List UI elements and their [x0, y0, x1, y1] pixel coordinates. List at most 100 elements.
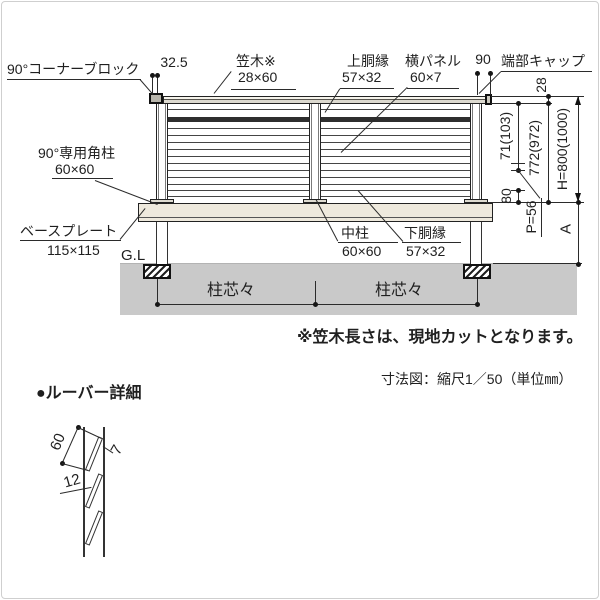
label-underline	[402, 242, 461, 243]
dim-slat-thickness: 7	[107, 442, 127, 458]
kasagi-coping	[163, 96, 491, 104]
end-cap	[485, 94, 492, 105]
center-post-label: 中柱	[341, 225, 369, 241]
dim-line-embed	[578, 202, 579, 264]
base-plate-label: ベースプレート	[20, 223, 118, 239]
ground-line-label: G.L	[121, 247, 146, 264]
ext-line	[491, 103, 552, 104]
ext-line	[486, 202, 584, 203]
left-footing-hatch	[143, 264, 171, 279]
lower-rail-label: 下胴縁	[404, 225, 446, 241]
ext-line	[477, 71, 478, 95]
right-base-plate	[464, 199, 488, 203]
label-underline	[338, 242, 398, 243]
center-base-plate	[303, 199, 327, 203]
dim-dot	[149, 72, 155, 78]
louver-frame-line	[83, 427, 85, 557]
leader-line	[213, 71, 232, 94]
dim-dot	[515, 187, 521, 193]
ext-line	[315, 281, 316, 304]
ext-line	[157, 74, 158, 93]
ext-line	[490, 71, 491, 95]
center-post-size: 60×60	[342, 243, 382, 259]
dim-total-height: H=800(1000)	[554, 107, 570, 191]
dim-dot	[575, 199, 581, 205]
louver-frame-line	[103, 427, 105, 557]
dim-overhang: 90	[475, 51, 491, 68]
dim-dot	[59, 460, 65, 466]
center-post	[309, 103, 321, 203]
arrow-down	[575, 193, 581, 202]
right-end-post	[470, 103, 482, 203]
dim-dot	[312, 301, 318, 307]
dim-dot	[154, 301, 160, 307]
dim-cap-height: 28	[533, 77, 549, 93]
dim-embed-depth: A	[557, 223, 575, 235]
pitch-tick	[511, 163, 525, 164]
ext-line	[477, 279, 478, 304]
dim-pitch: P=56	[523, 200, 539, 234]
panel-size: 60×7	[410, 69, 442, 85]
louver-slat	[84, 510, 104, 546]
span-label-left: 柱芯々	[206, 282, 256, 300]
lower-rail-size: 57×32	[406, 243, 446, 259]
base-plate-size: 115×115	[47, 242, 100, 258]
dim-line-bottom-gap	[518, 190, 519, 202]
end-cap-label: 端部キャップ	[501, 53, 585, 69]
right-footing-hatch	[463, 264, 491, 279]
louver-slat	[84, 473, 104, 509]
dim-dot	[545, 93, 551, 99]
ground-band	[120, 263, 577, 315]
dim-slat-width: 60	[46, 431, 70, 453]
left-post-below-deck	[156, 222, 168, 264]
leader-line	[94, 180, 158, 205]
corner-block	[149, 93, 163, 104]
dim-dot	[487, 70, 493, 76]
deck-inner-line	[139, 217, 492, 218]
scale-caption: 寸法図：縮尺1／50（単位㎜）	[381, 371, 573, 387]
ext-line	[157, 279, 158, 304]
dim-dot	[575, 261, 581, 267]
arrow-up	[575, 96, 581, 105]
leader-line	[119, 208, 146, 240]
dim-line-top-gap	[518, 103, 519, 170]
kasagi-size: 28×60	[238, 69, 278, 85]
label-underline	[407, 88, 459, 89]
panel-label: 横パネル	[405, 53, 461, 69]
span-label-right: 柱芯々	[374, 282, 424, 300]
dim-line-total-height	[578, 96, 579, 202]
ext-line	[491, 96, 584, 97]
label-underline	[340, 88, 394, 89]
deck-base	[138, 203, 493, 222]
site-cut-note: ※笠木長さは、現地カットとなります。	[297, 329, 583, 346]
label-underline	[501, 71, 592, 72]
ext-line	[77, 427, 102, 439]
dim-dot	[154, 72, 160, 78]
corner-block-label: 90°コーナーブロック	[7, 61, 140, 77]
ground-line	[493, 263, 582, 264]
dim-dot	[515, 100, 521, 106]
dim-line-panel-height	[548, 96, 549, 202]
upper-rail-label: 上胴縁	[347, 53, 389, 69]
right-post-below-deck	[470, 222, 482, 264]
dim-top-gap: 71(103)	[497, 111, 513, 161]
kasagi-label: 笠木※	[236, 53, 276, 69]
pitch-tick	[511, 170, 525, 171]
corner-post-label: 90°専用角柱	[38, 145, 116, 161]
left-corner-post	[156, 103, 168, 203]
dim-dot	[545, 100, 551, 106]
dim-dot	[474, 70, 480, 76]
dim-dot	[75, 424, 81, 430]
label-underline	[541, 198, 542, 237]
label-underline	[7, 79, 141, 80]
ext-line	[152, 74, 153, 93]
upper-rail-size: 57×32	[342, 69, 382, 85]
dim-dot	[545, 199, 551, 205]
dim-bottom-gap: 80	[498, 188, 514, 204]
label-underline	[231, 89, 296, 90]
dim-offset: 32.5	[160, 54, 188, 71]
dim-panel-height: 772(972)	[526, 119, 542, 177]
louver-slat	[84, 436, 104, 472]
dim-dot	[515, 199, 521, 205]
